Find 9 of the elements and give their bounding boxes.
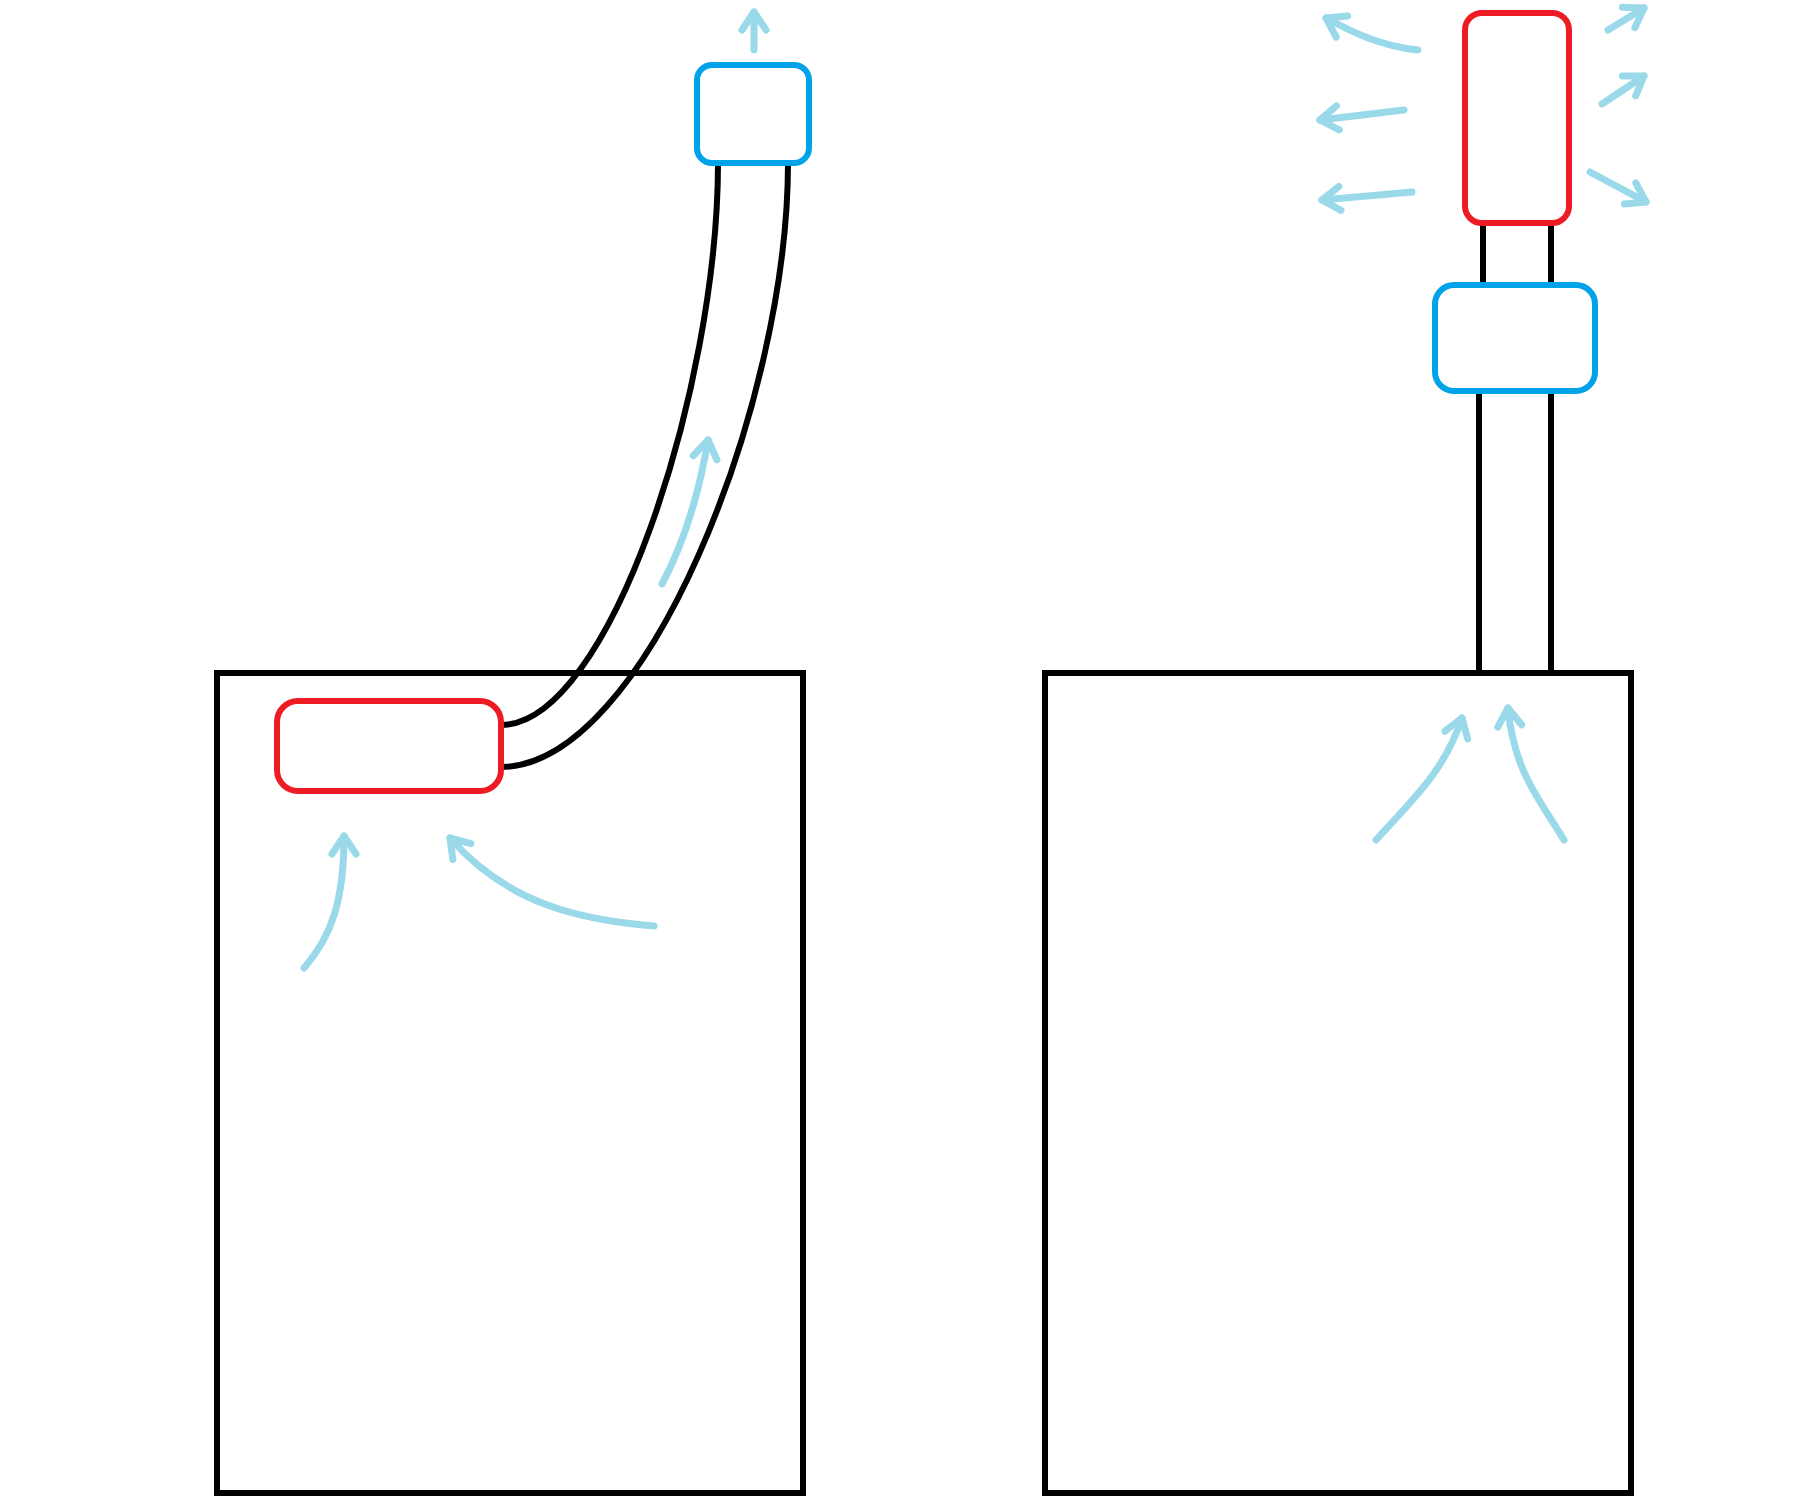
hose bbox=[1476, 388, 1554, 676]
enclosure-box bbox=[214, 670, 806, 1496]
coupling-box bbox=[1432, 282, 1598, 394]
enclosure-box bbox=[1042, 670, 1634, 1496]
hose bbox=[1480, 220, 1554, 288]
outlet-box bbox=[694, 62, 812, 166]
diffuser-box bbox=[1462, 10, 1572, 226]
intake-box bbox=[274, 698, 504, 794]
hose bbox=[498, 160, 791, 770]
